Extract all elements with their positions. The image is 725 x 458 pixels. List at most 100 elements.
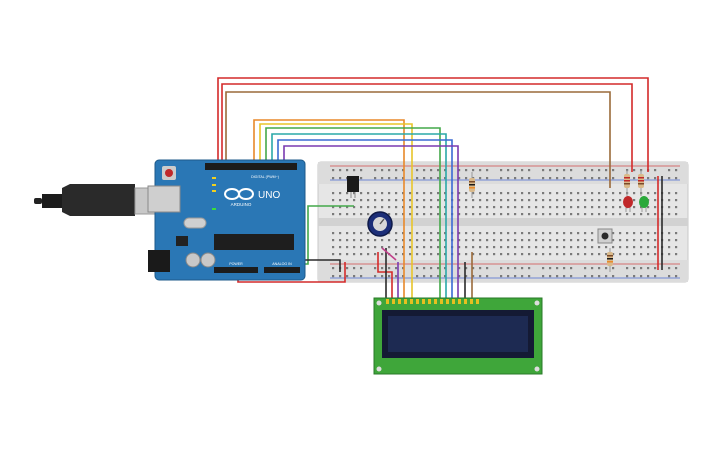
breadboard-hole (535, 213, 538, 216)
lcd-16x2[interactable] (373, 297, 543, 375)
breadboard-hole (409, 192, 412, 195)
breadboard-hole (584, 232, 587, 235)
breadboard-hole (570, 267, 573, 270)
tilt-sensor[interactable] (347, 176, 359, 198)
breadboard-hole (381, 192, 384, 195)
breadboard-hole (374, 192, 377, 195)
breadboard-hole (591, 206, 594, 209)
lcd-screen (388, 316, 528, 352)
breadboard-hole (332, 199, 335, 202)
breadboard-hole (612, 169, 615, 172)
resistor-button[interactable] (607, 248, 613, 272)
breadboard-hole (549, 199, 552, 202)
breadboard-hole (437, 232, 440, 235)
breadboard-hole (381, 267, 384, 270)
breadboard-hole (339, 213, 342, 216)
wire-brown-button[interactable] (225, 91, 611, 188)
potentiometer[interactable] (367, 211, 393, 237)
breadboard-hole (367, 239, 370, 242)
breadboard-hole (395, 213, 398, 216)
breadboard-hole (423, 206, 426, 209)
breadboard-hole (633, 206, 636, 209)
breadboard-hole (654, 267, 657, 270)
breadboard-hole (584, 206, 587, 209)
breadboard-hole (416, 275, 419, 278)
green-led[interactable] (639, 196, 649, 212)
breadboard-hole (507, 169, 510, 172)
wire-green-lcd[interactable] (265, 127, 441, 300)
breadboard-hole (598, 275, 601, 278)
breadboard-hole (668, 177, 671, 180)
breadboard-hole (640, 267, 643, 270)
wire-teal-lcd[interactable] (271, 133, 447, 300)
lcd-pin (410, 299, 413, 304)
wire-blue-lcd[interactable] (277, 139, 453, 300)
breadboard-hole (668, 169, 671, 172)
breadboard-hole (339, 253, 342, 256)
wire-pot-wiper[interactable] (381, 247, 397, 261)
pushbutton[interactable] (597, 228, 613, 244)
wire-red-top[interactable] (217, 77, 649, 172)
breadboard-hole (668, 192, 671, 195)
breadboard-hole (584, 177, 587, 180)
breadboard-hole (521, 239, 524, 242)
breadboard-hole (479, 192, 482, 195)
breadboard-hole (388, 213, 391, 216)
breadboard-hole (605, 199, 608, 202)
breadboard-hole (423, 169, 426, 172)
breadboard-hole (437, 275, 440, 278)
breadboard-hole (563, 192, 566, 195)
breadboard-hole (514, 239, 517, 242)
breadboard-hole (626, 232, 629, 235)
breadboard-hole (549, 206, 552, 209)
breadboard-hole (395, 206, 398, 209)
lcd-pin-header (386, 299, 479, 304)
breadboard-hole (479, 199, 482, 202)
breadboard-hole (423, 232, 426, 235)
breadboard-hole (437, 246, 440, 249)
digital-label: DIGITAL (PWM~) (251, 175, 279, 179)
breadboard-hole (381, 177, 384, 180)
breadboard-hole (528, 253, 531, 256)
arduino-uno-board[interactable]: ARDUINO UNO DIGITAL (PWM~) POWER ANALOG … (147, 159, 306, 281)
breadboard-hole (556, 177, 559, 180)
wire-yellow-lcd[interactable] (259, 123, 413, 300)
breadboard-hole (612, 177, 615, 180)
breadboard-hole (591, 169, 594, 172)
breadboard-hole (521, 199, 524, 202)
led-rx-icon (212, 190, 216, 192)
wire-purple-lcd[interactable] (283, 145, 459, 300)
breadboard-hole (430, 253, 433, 256)
usb-plug-icon (62, 184, 135, 216)
breadboard-hole (409, 206, 412, 209)
breadboard-hole (563, 239, 566, 242)
resistor-lcd[interactable] (469, 172, 475, 198)
breadboard-hole (444, 169, 447, 172)
breadboard-hole (395, 267, 398, 270)
breadboard-hole (542, 177, 545, 180)
breadboard-hole (472, 213, 475, 216)
usb-cable[interactable] (34, 184, 166, 216)
breadboard-hole (570, 213, 573, 216)
breadboard-hole (430, 192, 433, 195)
breadboard-hole (612, 267, 615, 270)
breadboard-hole (619, 206, 622, 209)
breadboard-hole (591, 232, 594, 235)
breadboard-hole (416, 177, 419, 180)
wire-red-led[interactable] (221, 83, 633, 172)
breadboard-hole (402, 192, 405, 195)
resistor-led-red[interactable] (624, 170, 630, 196)
breadboard-hole (556, 169, 559, 172)
wire-lcd-vcc[interactable] (377, 252, 393, 300)
breadboard-hole (486, 206, 489, 209)
breadboard-hole (528, 246, 531, 249)
lcd-pin (446, 299, 449, 304)
breadboard-hole (479, 267, 482, 270)
breadboard-hole (570, 232, 573, 235)
breadboard-hole (388, 275, 391, 278)
breadboard-hole (563, 213, 566, 216)
red-led[interactable] (623, 196, 633, 212)
breadboard-hole (332, 253, 335, 256)
wire-orange-lcd[interactable] (253, 119, 405, 300)
resistor-led-green[interactable] (638, 170, 644, 196)
